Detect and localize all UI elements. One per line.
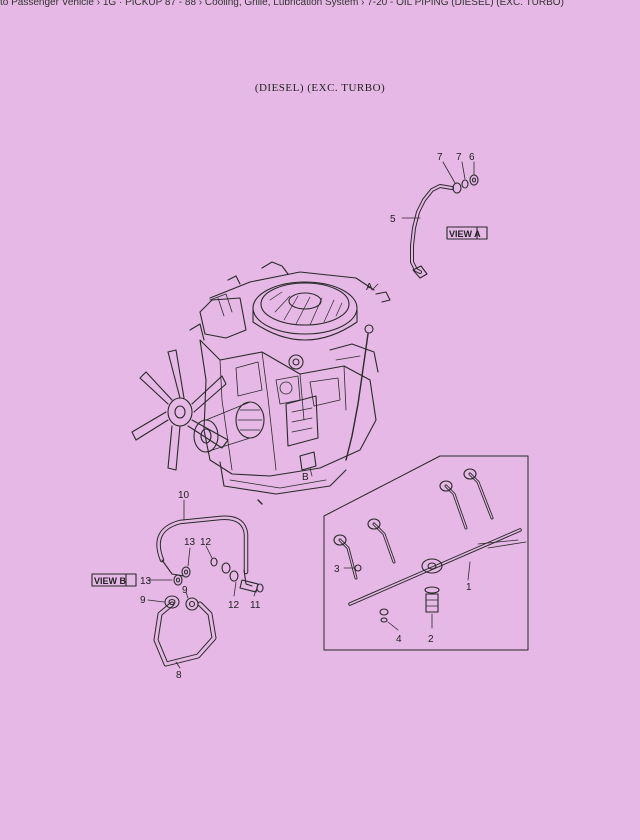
label-5: 5 (390, 214, 396, 225)
oil-pipe-8[interactable] (153, 595, 217, 667)
label-8: 8 (176, 670, 182, 681)
arrow-a-label: A (366, 282, 373, 293)
label-12a: 12 (200, 537, 212, 548)
leak-off-pipe-1[interactable] (333, 468, 527, 606)
label-7a: 7 (437, 152, 443, 163)
inset-frame (323, 455, 529, 651)
callout-lines-view-b (147, 499, 257, 669)
label-7b: 7 (456, 152, 462, 163)
view-b-label: VIEW B (94, 576, 127, 586)
label-2: 2 (428, 634, 434, 645)
engine-assembly (131, 261, 391, 505)
label-13a: 13 (184, 537, 196, 548)
label-13b: 13 (140, 576, 152, 587)
view-a-box (446, 226, 488, 240)
view-a-label: VIEW A (449, 229, 481, 239)
page-title: (DIESEL) (EXC. TURBO) (254, 82, 386, 94)
label-6: 6 (469, 152, 475, 163)
callout-lines-inset (343, 561, 471, 631)
label-4: 4 (396, 634, 402, 645)
arrow-b-label: B (302, 472, 309, 483)
label-11: 11 (250, 600, 261, 611)
union-bolt-2[interactable] (424, 586, 440, 613)
union-bolts-and-gaskets[interactable] (173, 557, 264, 593)
label-9a: 9 (182, 585, 188, 596)
breadcrumb: to Passenger Vehicle › 1G · PICKUP 87 - … (0, 0, 564, 8)
label-12b: 12 (228, 600, 240, 611)
label-3: 3 (334, 564, 340, 575)
label-10: 10 (178, 490, 190, 501)
oil-pipe-5[interactable] (410, 174, 479, 279)
label-9b: 9 (140, 595, 146, 606)
label-1: 1 (466, 582, 472, 593)
gasket-4-and-screw-3[interactable] (354, 564, 389, 623)
view-b-box (91, 573, 137, 587)
callout-lines-view-a (401, 161, 475, 219)
